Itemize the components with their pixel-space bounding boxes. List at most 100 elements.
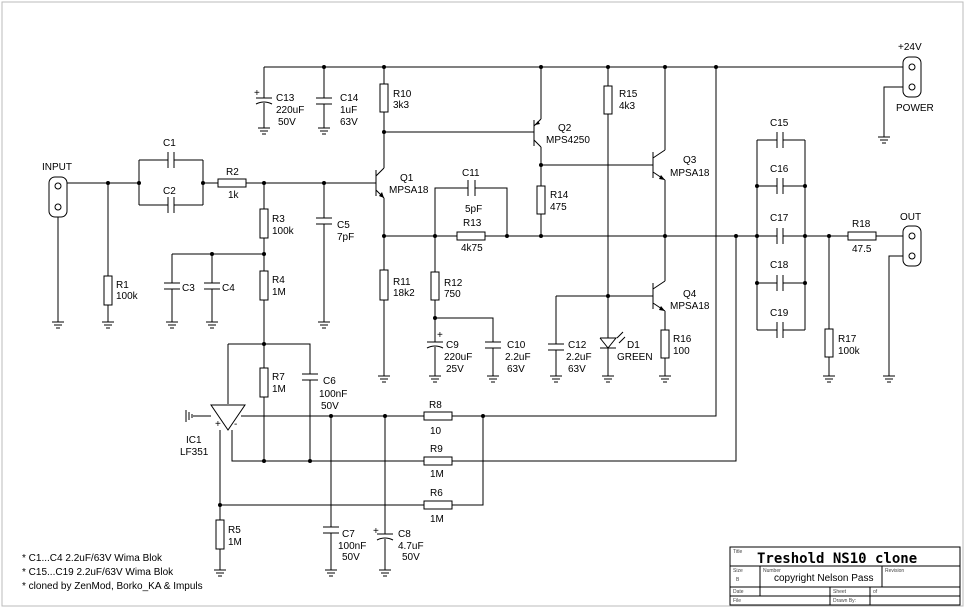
components-C5-ref-label: C5 <box>337 220 350 231</box>
components-R13-ref-label: R13 <box>463 218 482 229</box>
components-C17-ref-label: C17 <box>770 213 789 224</box>
components-C13-voltage-label: 50V <box>278 117 296 128</box>
components-C4-ref-label: C4 <box>222 283 235 294</box>
title_block-field_size-label: Size <box>733 568 743 574</box>
components-R13-value-label: 4k75 <box>461 243 483 254</box>
note-2: * C15...C19 2.2uF/63V Wima Blok <box>22 567 174 578</box>
R16-body <box>660 329 670 359</box>
components-C9-value-label: 220uF <box>444 352 472 363</box>
components-R6-value-label: 1M <box>430 514 444 525</box>
components-C16-ref-label: C16 <box>770 164 789 175</box>
title_block-field_file-label: File <box>733 598 741 604</box>
connectors-power-label: POWER <box>896 103 934 114</box>
components-R14-ref-label: R14 <box>550 190 569 201</box>
components-C15-ref-label: C15 <box>770 118 789 129</box>
R13-body <box>456 231 486 241</box>
components-Q2-part-label: MPS4250 <box>546 135 590 146</box>
connectors-out-label: OUT <box>900 212 921 223</box>
components-C6-ref-label: C6 <box>323 376 336 387</box>
components-C8-value-label: 4.7uF <box>398 541 424 552</box>
R6-body <box>423 500 453 510</box>
components-R18-ref-label: R18 <box>852 219 871 230</box>
components-IC1-ref-label: IC1 <box>186 435 202 446</box>
Q2-transistor <box>530 67 542 186</box>
components-R14-value-label: 475 <box>550 202 567 213</box>
R17-body <box>824 328 834 358</box>
svg-text:+: + <box>254 88 260 99</box>
components-C14-value-label: 1uF <box>340 105 357 116</box>
components-C8-ref-label: C8 <box>398 529 411 540</box>
components-R12-ref-label: R12 <box>444 278 463 289</box>
title-text: Treshold NS10 clone <box>757 551 917 567</box>
components-R4-ref-label: R4 <box>272 275 285 286</box>
D1-led <box>599 296 626 383</box>
title_block-field_sheet-label: Sheet <box>833 589 847 595</box>
components-R5-ref-label: R5 <box>228 525 241 536</box>
components-Q4-part-label: MPSA18 <box>670 301 710 312</box>
components-Q2-ref-label: Q2 <box>558 123 572 134</box>
Q1-transistor <box>372 132 385 236</box>
output-connector: OUT <box>900 212 922 267</box>
components-C13-value-label: 220uF <box>276 105 304 116</box>
components-C7-ref-label: C7 <box>342 529 355 540</box>
components-R7-ref-label: R7 <box>272 372 285 383</box>
components-R2-value-label: 1k <box>228 190 240 201</box>
R2-body <box>217 178 247 188</box>
title_block-field_revision-label: Revision <box>885 568 904 574</box>
components-R2-ref-label: R2 <box>226 167 239 178</box>
components-C2-ref-label: C2 <box>163 186 176 197</box>
components-R18-value-label: 47.5 <box>852 244 872 255</box>
components-R3-value-label: 100k <box>272 226 295 237</box>
R5-body <box>215 519 225 550</box>
R1-body <box>103 275 113 306</box>
IC1-opamp: + - <box>185 404 246 505</box>
svg-text:+: + <box>373 526 379 537</box>
Q4-transistor <box>652 236 666 330</box>
components-C12-ref-label: C12 <box>568 340 587 351</box>
components-C10-voltage-label: 63V <box>507 364 525 375</box>
components-C18-ref-label: C18 <box>770 260 789 271</box>
components-R15-ref-label: R15 <box>619 89 638 100</box>
R11-body <box>379 269 389 301</box>
components-Q1-part-label: MPSA18 <box>389 185 429 196</box>
title-block: Title Treshold NS10 clone Size B Number … <box>729 546 961 606</box>
components-C6-value-label: 100nF <box>319 389 347 400</box>
components-C10-value-label: 2.2uF <box>505 352 531 363</box>
components-R17-ref-label: R17 <box>838 334 857 345</box>
components-C11-value-label: 5pF <box>465 204 482 215</box>
components-C5-value-label: 7pF <box>337 232 354 243</box>
title_block-field_drawn-label: Drawn By: <box>833 598 856 604</box>
components-C11-ref-label: C11 <box>462 168 480 179</box>
note-1: * C1...C4 2.2uF/63V Wima Blok <box>22 553 163 564</box>
Q3-transistor <box>652 67 666 236</box>
R7-body <box>259 367 269 398</box>
components-R9-value-label: 1M <box>430 469 444 480</box>
components-C19-ref-label: C19 <box>770 308 789 319</box>
components-C9-voltage-label: 25V <box>446 364 464 375</box>
components-C13-ref-label: C13 <box>276 93 295 104</box>
components-R16-ref-label: R16 <box>673 334 692 345</box>
components-R8-value-label: 10 <box>430 426 442 437</box>
title_block-field_size_value-label: B <box>736 577 740 583</box>
components-C3-ref-label: C3 <box>182 283 195 294</box>
components-R10-ref-label: R10 <box>393 89 412 100</box>
components-C14-voltage-label: 63V <box>340 117 358 128</box>
components-C12-value-label: 2.2uF <box>566 352 592 363</box>
components-Q1-ref-label: Q1 <box>400 173 414 184</box>
components-C12-voltage-label: 63V <box>568 364 586 375</box>
R3-body <box>259 208 269 239</box>
components-R10-value-label: 3k3 <box>393 100 410 111</box>
svg-text:-: - <box>234 419 237 430</box>
components-Q3-ref-label: Q3 <box>683 155 697 166</box>
R14-body <box>536 185 546 215</box>
components-C7-value-label: 100nF <box>338 541 366 552</box>
components-C7-voltage-label: 50V <box>342 552 360 563</box>
components-Q4-ref-label: Q4 <box>683 289 697 300</box>
components-R4-value-label: 1M <box>272 287 286 298</box>
components-R7-value-label: 1M <box>272 384 286 395</box>
input-connector: INPUT <box>42 162 72 218</box>
R4-body <box>259 270 269 301</box>
R8-body <box>423 411 453 421</box>
